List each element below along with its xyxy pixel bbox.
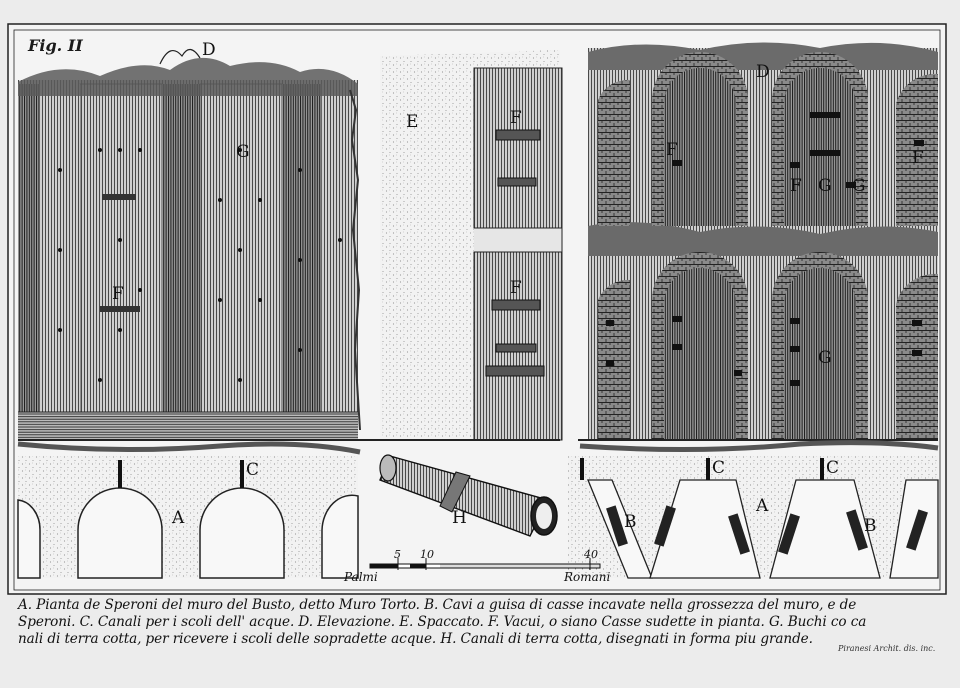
scale-tick-40: 40	[584, 548, 598, 561]
scale-tick-5: 5	[394, 548, 401, 561]
caption-line-2: Speroni. C. Canali per i scoli dell' acq…	[18, 614, 867, 630]
label-A-left: A	[172, 508, 185, 528]
label-D-right: D	[756, 62, 770, 82]
scale-word-romani: Romani	[564, 570, 611, 584]
label-F-right-1: F	[666, 140, 678, 160]
label-G-right-upper: G	[818, 176, 832, 196]
left-plan	[17, 456, 359, 579]
label-G-right-upper-2: G	[852, 176, 866, 196]
label-E: E	[406, 112, 419, 132]
label-B-right-2: B	[864, 516, 877, 536]
caption-block: A. Pianta de Speroni del muro del Busto,…	[18, 597, 948, 648]
section-panel	[380, 50, 563, 441]
scale-word-palmi: Palmi	[344, 570, 378, 584]
label-F-right-3: F	[912, 148, 924, 168]
left-elevation-panel	[18, 48, 361, 441]
caption-line-1: A. Pianta de Speroni del muro del Busto,…	[18, 597, 857, 613]
figure-title: Fig. II	[28, 36, 83, 55]
scale-tick-10: 10	[420, 548, 434, 561]
label-C-right-2: C	[826, 458, 840, 478]
label-F-section-bottom: F	[510, 278, 522, 298]
label-C-right-1: C	[712, 458, 726, 478]
caption-line-3: nali di terra cotta, per ricevere i scol…	[18, 631, 813, 647]
label-F-left: F	[112, 284, 124, 304]
label-C-left: C	[246, 460, 260, 480]
label-H: H	[452, 508, 467, 528]
engraver-signature: Piranesi Archit. dis. inc.	[838, 644, 936, 653]
label-F-right-2: F	[790, 176, 802, 196]
label-D-left: D	[202, 40, 216, 60]
terracotta-pipe-drawing	[379, 454, 558, 537]
label-A-right: A	[756, 496, 769, 516]
label-G-left: G	[236, 142, 250, 162]
label-F-section-top: F	[510, 108, 522, 128]
label-G-right-lower: G	[818, 348, 832, 368]
label-B-right-1: B	[624, 512, 637, 532]
right-plan	[568, 456, 939, 579]
right-elevation-panel	[588, 42, 938, 440]
scale-bar	[369, 558, 601, 570]
